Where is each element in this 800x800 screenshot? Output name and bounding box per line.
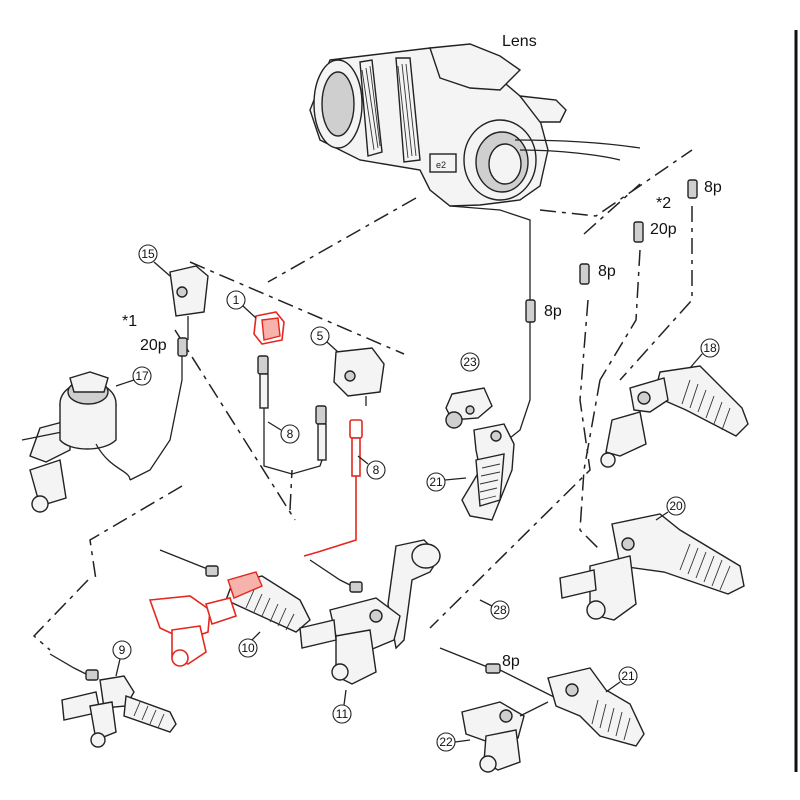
callout-9: 9 xyxy=(112,640,132,677)
connector-20p-left: 20p xyxy=(140,337,167,354)
connector-8p-right-mid: 8p xyxy=(598,263,616,280)
svg-text:10: 10 xyxy=(241,641,255,655)
plug-8p-right-top xyxy=(687,179,698,199)
svg-text:11: 11 xyxy=(336,707,349,721)
part-10-focus-grip xyxy=(148,571,311,667)
connector-8p-center: 8p xyxy=(544,303,562,320)
plug-8p-bottom xyxy=(439,647,561,701)
svg-text:17: 17 xyxy=(135,369,149,383)
svg-text:18: 18 xyxy=(703,341,717,355)
svg-text:8: 8 xyxy=(287,427,294,441)
part-21-focus-grip-upper xyxy=(461,423,515,521)
part-9-focus-grip xyxy=(49,653,177,748)
svg-text:22: 22 xyxy=(439,735,453,749)
svg-text:1: 1 xyxy=(233,293,240,307)
callout-10: 10 xyxy=(238,631,261,658)
connector-8p-right-top: 8p xyxy=(704,179,722,196)
connector-8p-bottom: 8p xyxy=(502,653,520,670)
plug-20p-left xyxy=(129,337,188,481)
svg-text:20: 20 xyxy=(669,499,683,513)
plug-8p-right-mid xyxy=(579,263,590,285)
callout-23: 23 xyxy=(460,352,480,372)
part-5-bracket xyxy=(333,347,385,406)
part-1-adapter xyxy=(253,311,285,345)
svg-text:e2: e2 xyxy=(436,160,446,170)
part-22-clamp xyxy=(461,701,549,773)
callout-21b: 21 xyxy=(605,666,638,693)
callout-22: 22 xyxy=(436,732,471,752)
svg-text:5: 5 xyxy=(317,329,324,343)
svg-text:15: 15 xyxy=(141,247,155,261)
callout-18: 18 xyxy=(689,338,720,369)
part-8-cable-black xyxy=(257,355,327,475)
callout-8b: 8 xyxy=(357,455,386,480)
callout-15: 15 xyxy=(138,244,171,277)
svg-text:9: 9 xyxy=(119,643,126,657)
svg-text:8: 8 xyxy=(373,463,380,477)
svg-text:21: 21 xyxy=(429,475,443,489)
connector-20p-right: 20p xyxy=(650,221,677,238)
callout-11: 11 xyxy=(332,689,352,724)
plug-20p-right xyxy=(633,221,644,243)
lens-label: Lens xyxy=(502,33,537,50)
callout-1: 1 xyxy=(226,290,257,319)
svg-text:21: 21 xyxy=(621,669,635,683)
part-17-zoom-demand xyxy=(21,371,131,513)
part-11-focus-lever xyxy=(299,539,441,685)
callout-8a: 8 xyxy=(267,421,300,444)
callout-28: 28 xyxy=(479,599,510,620)
callout-20: 20 xyxy=(655,496,686,521)
note-2: *2 xyxy=(656,195,671,212)
part-15-bracket xyxy=(169,265,209,340)
lens-unit: e2 xyxy=(309,43,641,207)
part-23-clamp xyxy=(445,387,493,429)
svg-text:28: 28 xyxy=(493,603,507,617)
callout-21a: 21 xyxy=(426,472,467,492)
note-1: *1 xyxy=(122,313,137,330)
callout-17: 17 xyxy=(115,366,152,387)
part-21-focus-grip-lower xyxy=(547,667,645,747)
cable-to-10 xyxy=(159,549,219,577)
svg-text:23: 23 xyxy=(463,355,477,369)
callout-5: 5 xyxy=(310,326,339,353)
part-8-cable-red xyxy=(303,419,363,557)
part-20-zoom-grip xyxy=(559,513,745,621)
part-18-zoom-grip xyxy=(600,365,749,468)
connection-lines xyxy=(32,149,693,651)
